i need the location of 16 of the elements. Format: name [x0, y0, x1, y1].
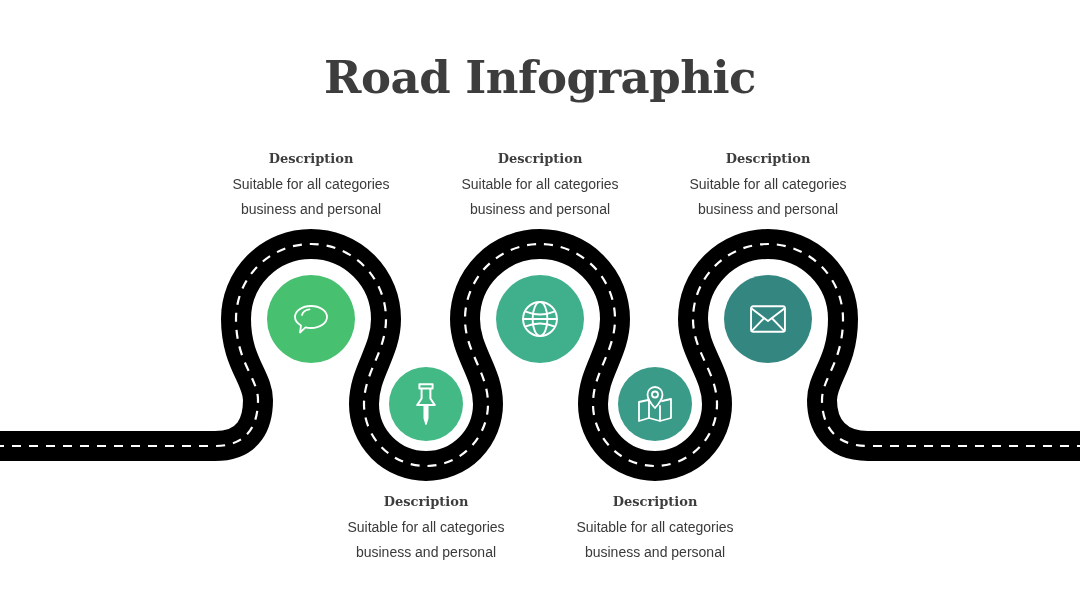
title: Road Infographic — [324, 50, 756, 106]
step-description: Suitable for all categories business and personal — [346, 518, 506, 562]
step-heading: Description — [383, 493, 469, 511]
step-heading: Description — [268, 150, 354, 168]
step-circle — [389, 367, 463, 441]
step-heading: Description — [497, 150, 583, 168]
step-description: Suitable for all categories business and personal — [460, 175, 620, 219]
step-heading: Description — [725, 150, 811, 168]
step-description: Suitable for all categories business and personal — [575, 518, 735, 562]
step-circle — [267, 275, 355, 363]
step-description: Suitable for all categories business and personal — [688, 175, 848, 219]
step-circle — [618, 367, 692, 441]
step-circle — [496, 275, 584, 363]
step-description: Suitable for all categories business and personal — [231, 175, 391, 219]
step-heading: Description — [612, 493, 698, 511]
step-circle — [724, 275, 812, 363]
